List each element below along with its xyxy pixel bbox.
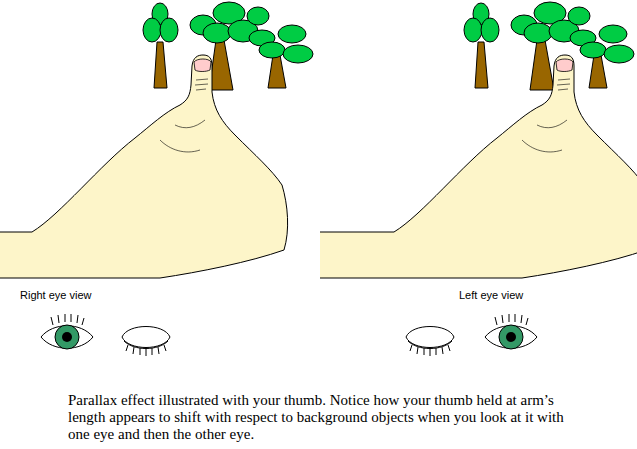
view-label: Right eye view: [20, 289, 92, 301]
view-label: Left eye view: [459, 289, 523, 301]
caption: Parallax effect illustrated with your th…: [68, 392, 573, 443]
